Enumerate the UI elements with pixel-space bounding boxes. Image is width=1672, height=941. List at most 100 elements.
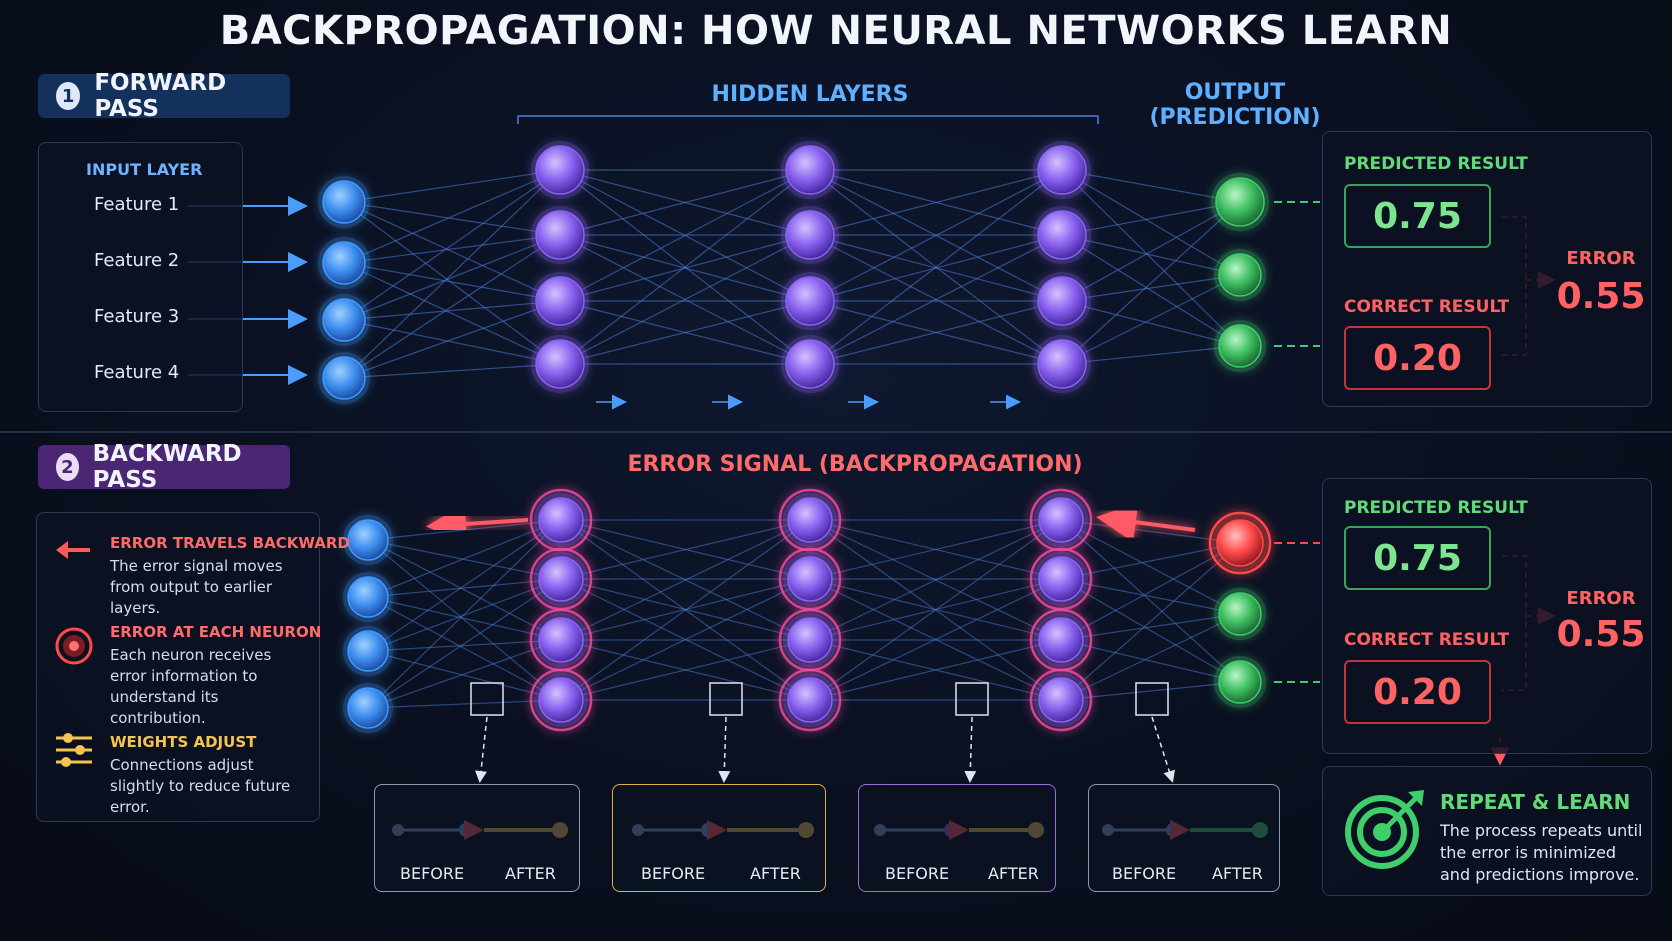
predicted-result-value: 0.75: [1344, 526, 1491, 590]
connection-line: [367, 578, 562, 652]
connection-line: [1060, 542, 1241, 641]
output-neuron: [1215, 177, 1265, 227]
hidden-neuron: [538, 497, 584, 543]
forward-connections: [343, 169, 1241, 379]
connection-line: [343, 262, 561, 365]
correct-result-label: CORRECT RESULT: [1344, 630, 1510, 650]
hidden-neuron: [1037, 210, 1087, 260]
hidden-neuron: [535, 145, 585, 195]
hidden-neuron: [538, 556, 584, 602]
weight-pointer: [475, 716, 488, 783]
hidden-neuron: [1037, 145, 1087, 195]
connection-line: [1061, 201, 1241, 302]
hidden-neuron: [535, 276, 585, 326]
error-ring: [1208, 511, 1272, 575]
weight-box: [709, 682, 743, 716]
hidden-layers-label: HIDDEN LAYERS: [711, 82, 909, 107]
hidden-neuron: [535, 210, 585, 260]
hidden-neuron: [1037, 339, 1087, 389]
connection-line: [1060, 578, 1241, 615]
hidden-neuron: [785, 210, 835, 260]
connection-line: [560, 639, 811, 701]
connection-line: [367, 596, 562, 701]
weight-box: [470, 682, 504, 716]
results-panel-forward: [1322, 131, 1652, 407]
legend-title: ERROR TRAVELS BACKWARD: [110, 534, 350, 552]
hidden-neuron: [1037, 276, 1087, 326]
connection-line: [367, 699, 562, 709]
connection-line: [1061, 345, 1241, 365]
connection-line: [343, 234, 561, 379]
page-title: BACKPROPAGATION: HOW NEURAL NETWORKS LEA…: [219, 8, 1453, 54]
weight-pointer: [1151, 716, 1175, 783]
correct-result-value: 0.20: [1344, 326, 1491, 390]
connection-line: [343, 234, 561, 321]
error-value: 0.55: [1556, 276, 1646, 317]
error-ring: [778, 668, 842, 732]
input-neuron: [347, 519, 389, 561]
feature-label: Feature 2: [94, 250, 180, 271]
connection-line: [559, 234, 811, 302]
connection-line: [367, 519, 562, 709]
connection-line: [1060, 542, 1241, 701]
connection-line: [367, 639, 562, 709]
repeat-learn-title: REPEAT & LEARN: [1440, 790, 1631, 814]
before-label: BEFORE: [885, 864, 950, 883]
connection-line: [1061, 201, 1241, 236]
connection-line: [343, 169, 561, 321]
input-layer-panel: [38, 142, 243, 412]
connection-line: [809, 234, 1063, 365]
connection-line: [343, 201, 561, 302]
target-dot-icon: [55, 627, 93, 665]
legend-body: Each neuron receives error information t…: [110, 646, 272, 727]
connection-line: [1061, 274, 1241, 365]
connection-line: [343, 300, 561, 321]
connection-line: [560, 519, 811, 701]
weight-pointer: [964, 716, 977, 783]
forward-nodes: [318, 141, 1269, 404]
connection-line: [343, 363, 561, 379]
left-arrow-icon: [56, 541, 90, 559]
output-label-line1: OUTPUT: [1184, 80, 1286, 105]
connection-line: [559, 234, 811, 365]
feature-label: Feature 4: [94, 362, 180, 383]
after-label: AFTER: [988, 864, 1039, 883]
output-label-line2: (PREDICTION): [1149, 105, 1321, 130]
after-label: AFTER: [505, 864, 556, 883]
sliders-icon: [56, 733, 92, 767]
error-ring: [529, 668, 593, 732]
connection-line: [809, 169, 1063, 236]
hidden-neuron: [787, 617, 833, 663]
backward-nodes: [343, 488, 1272, 733]
output-neuron: [1218, 592, 1262, 636]
connection-line: [809, 169, 1063, 365]
connection-line: [367, 539, 562, 580]
error-ring: [1029, 668, 1093, 732]
connection-line: [560, 519, 811, 641]
connection-line: [343, 169, 561, 203]
backward-pass-tag: 2 BACKWARD PASS: [38, 441, 290, 493]
hidden-neuron: [787, 556, 833, 602]
hidden-neuron: [1038, 617, 1084, 663]
connection-line: [367, 650, 562, 701]
feature-label: Feature 1: [94, 194, 180, 215]
connection-line: [367, 639, 562, 652]
connection-line: [559, 300, 811, 365]
predicted-result-label: PREDICTED RESULT: [1344, 498, 1528, 518]
input-neuron: [322, 180, 366, 224]
error-label: ERROR: [1566, 248, 1636, 269]
correct-result-value: 0.20: [1344, 660, 1491, 724]
hidden-neuron: [787, 497, 833, 543]
connection-line: [1060, 578, 1241, 683]
connection-line: [809, 234, 1063, 302]
error-backward-arrow: [426, 504, 529, 544]
connection-line: [559, 169, 811, 236]
hidden-layers-bracket: [517, 115, 1099, 124]
error-signal-label: ERROR SIGNAL (BACKPROPAGATION): [627, 452, 1083, 477]
repeat-learn-body: The process repeats until the error is m…: [1440, 821, 1643, 884]
connection-line: [1061, 169, 1241, 276]
connection-line: [343, 169, 561, 379]
hidden-neuron: [785, 145, 835, 195]
connection-line: [343, 234, 561, 264]
legend-body: The error signal moves from output to ea…: [110, 557, 283, 617]
